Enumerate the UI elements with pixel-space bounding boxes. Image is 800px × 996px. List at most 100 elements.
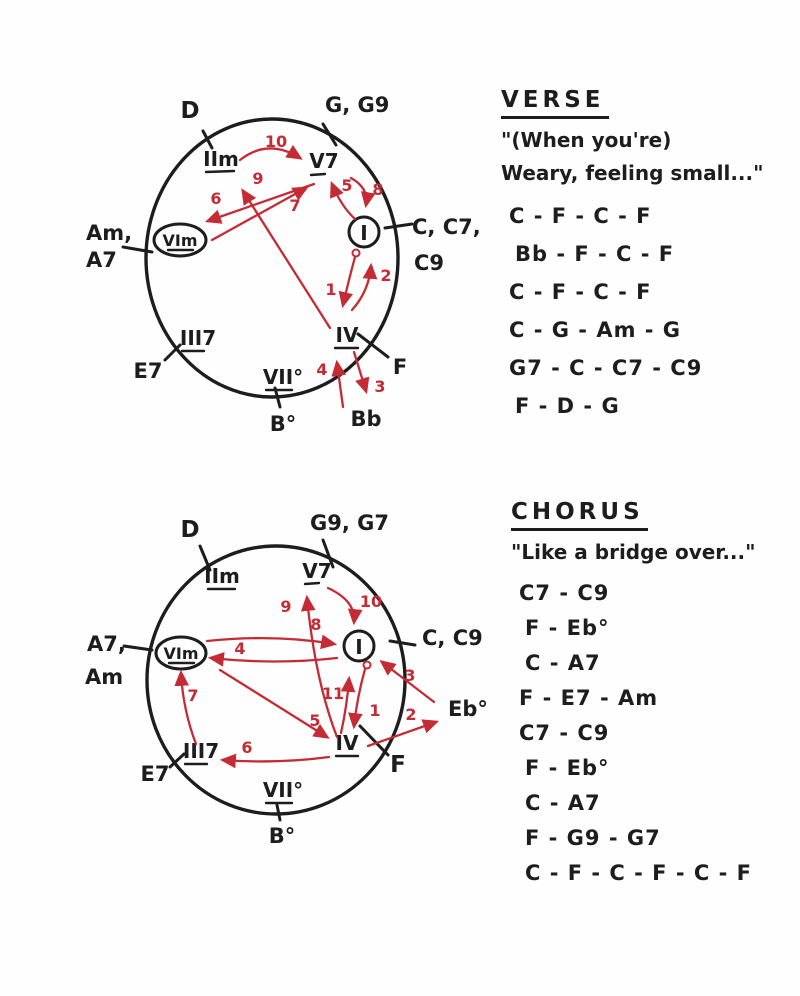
- svg-text:4: 4: [234, 639, 245, 658]
- degree-label-i: I: [360, 221, 367, 245]
- progression-line: C - F - C - F: [509, 204, 652, 228]
- verse-section: VERSE "(When you're) Weary, feeling smal…: [501, 87, 764, 425]
- degree-label-iii7: III7: [180, 326, 216, 350]
- tick-a7: [122, 644, 154, 652]
- chorus-circle-diagram: IIm V7 VIm I III7 VII° IV D G9, G7 A7, A…: [85, 511, 488, 848]
- step-arrow-2: 2: [350, 262, 392, 312]
- step-arrow-10: 10: [238, 132, 303, 162]
- step-arrow-3: 3: [352, 350, 386, 396]
- step-arrow-7: 7: [210, 186, 309, 242]
- tick-d: [198, 544, 212, 572]
- svg-text:1: 1: [369, 701, 380, 720]
- progression-line: C - F - C - F: [509, 280, 652, 304]
- chorus-section: CHORUS "Like a bridge over..." C7 - C9 F…: [511, 499, 756, 891]
- progression-line: C7 - C9: [519, 581, 610, 605]
- chord-label-g9-g7: G9, G7: [310, 511, 389, 535]
- svg-text:10: 10: [265, 132, 287, 151]
- svg-text:2: 2: [380, 266, 391, 285]
- tick-f: [356, 332, 390, 359]
- underline-v7: [309, 172, 327, 177]
- degree-label-viidim: VII°: [263, 365, 303, 389]
- progression-line: F - G9 - G7: [525, 826, 661, 850]
- chorus-heading: CHORUS: [511, 499, 648, 531]
- degree-label-iv: IV: [336, 323, 359, 347]
- step-arrow-6: 6: [219, 738, 331, 769]
- tick-g: [321, 122, 338, 147]
- progression-line: F - Eb°: [525, 756, 610, 780]
- svg-text:11: 11: [322, 684, 344, 703]
- circle-outline: [145, 544, 407, 816]
- step-arrow-9: 9: [241, 169, 332, 330]
- step-arrow-11: 11: [322, 675, 356, 735]
- tick-e7: [163, 343, 182, 362]
- svg-text:4: 4: [316, 360, 327, 379]
- chord-label-am: Am: [85, 665, 123, 689]
- chord-label-bdim: B°: [270, 412, 297, 436]
- circle-outline: [144, 117, 400, 399]
- verse-heading: VERSE: [501, 87, 609, 119]
- chord-label-d: D: [180, 98, 199, 124]
- svg-text:6: 6: [210, 189, 221, 208]
- svg-text:3: 3: [404, 666, 415, 685]
- degree-label-vim: VIm: [162, 231, 197, 250]
- svg-text:7: 7: [289, 196, 300, 215]
- degree-label-iii7: III7: [183, 739, 219, 763]
- chord-label-g-g9: G, G9: [325, 93, 389, 117]
- degree-label-iim: IIm: [204, 564, 240, 588]
- progression-line: F - Eb°: [525, 616, 610, 640]
- underline-v7: [303, 581, 321, 586]
- tick-c: [388, 639, 417, 647]
- step-arrow-10: 10: [326, 586, 382, 626]
- chord-label-ebdim: Eb°: [448, 697, 488, 721]
- step-arrow-1: 1: [348, 660, 381, 730]
- chord-label-bdim: B°: [269, 824, 296, 848]
- chord-label-a7: A7: [86, 248, 117, 272]
- verse-progressions: C - F - C - F Bb - F - C - F C - F - C -…: [501, 197, 764, 425]
- svg-text:8: 8: [372, 180, 383, 199]
- chord-label-c9: C9: [414, 251, 444, 275]
- tick-g: [321, 538, 335, 569]
- verse-lyric-line-2: Weary, feeling small...": [501, 161, 764, 185]
- svg-text:6: 6: [241, 738, 252, 757]
- step-arrow-8: 8: [349, 176, 384, 209]
- progression-line: C - G - Am - G: [509, 318, 682, 342]
- progression-line: C7 - C9: [519, 721, 610, 745]
- step-arrow-4: 4: [207, 639, 339, 667]
- i-circle: [342, 629, 376, 663]
- chorus-lyric-line-1: "Like a bridge over...": [511, 540, 756, 564]
- step-arrow-5: 5: [330, 176, 357, 221]
- underline-iim: [204, 169, 236, 174]
- progression-line: G7 - C - C7 - C9: [509, 356, 703, 380]
- step-arrow-9: 9: [280, 594, 339, 739]
- tick-c: [383, 222, 414, 230]
- svg-text:9: 9: [252, 169, 263, 188]
- progression-line: F - E7 - Am: [519, 686, 659, 710]
- svg-text:8: 8: [310, 615, 321, 634]
- chord-label-f: F: [390, 752, 406, 778]
- step-arrow-8: 8: [205, 615, 338, 650]
- chord-label-a7: A7,: [87, 632, 126, 656]
- step-arrow-2: 2: [366, 705, 440, 748]
- degree-label-v7: V7: [302, 559, 331, 583]
- svg-text:9: 9: [280, 597, 291, 616]
- vim-oval: [152, 222, 208, 258]
- progression-line: F - D - G: [515, 394, 620, 418]
- step-arrow-1: 1: [325, 248, 361, 309]
- verse-circle-diagram: IIm V7 VIm I III7 VII° IV D G, G9 Am, A7…: [86, 93, 481, 436]
- progression-line: C - A7: [525, 791, 601, 815]
- svg-text:1: 1: [325, 280, 336, 299]
- verse-lyric-line-1: "(When you're): [501, 128, 672, 152]
- degree-label-vim: VIm: [163, 644, 198, 663]
- svg-text:5: 5: [341, 176, 352, 195]
- i-circle: [347, 215, 381, 249]
- svg-text:3: 3: [374, 377, 385, 396]
- vim-oval: [154, 635, 208, 671]
- chord-label-e7: E7: [141, 762, 170, 786]
- progression-line: C - A7: [525, 651, 601, 675]
- degree-label-v7: V7: [309, 149, 338, 173]
- tick-b: [275, 803, 282, 822]
- step-arrow-4: 4: [316, 359, 347, 409]
- step-arrow-3: 3: [379, 660, 436, 704]
